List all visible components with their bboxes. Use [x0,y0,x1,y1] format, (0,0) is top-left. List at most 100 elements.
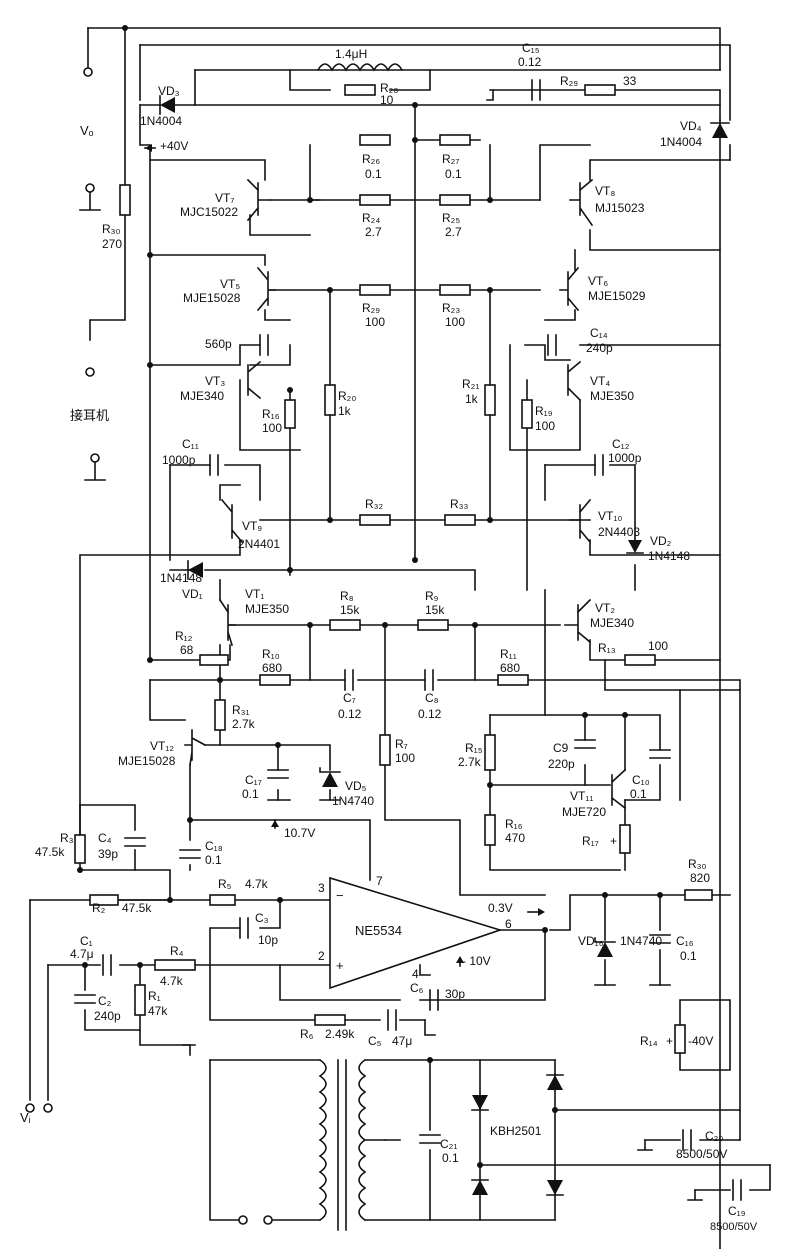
r16b-value: 470 [505,831,525,845]
plus40-label: +40V [160,139,188,153]
vd4-name: VD₄ [680,119,702,133]
pin3-label: 3 [318,881,325,895]
r27-name: R₂₇ [442,152,459,166]
l1-value: 1.4μH [335,47,367,61]
r4-name: R₄ [170,944,184,958]
opamp-plus: + [336,958,344,973]
voltage-arrows [144,144,545,967]
r11-value: 680 [500,661,520,675]
c19-name: C₁₉ [728,1204,746,1218]
vd4-part: 1N4004 [660,135,702,149]
r5-value: 4.7k [245,877,269,891]
r19-name: R₁₉ [535,404,553,418]
vd16-part: 1N4740 [620,934,662,948]
r30a-name: R₃₀ [102,222,121,236]
r6-name: R₆ [300,1027,314,1041]
vt6-part: MJE15029 [588,289,646,303]
r17-value: + [610,834,617,848]
ground-symbols [182,89,703,1201]
r9-name: R₉ [425,589,439,603]
terminals [25,67,273,1225]
opamp-minus: − [336,888,344,903]
c5-value: 47μ [392,1034,412,1048]
c11-name: C₁₁ [182,437,199,451]
vd2-part: 1N4148 [648,549,690,563]
vt9-part: 2N4401 [238,537,280,551]
c14-name: C₁₄ [590,326,608,340]
vt6-name: VT₆ [588,274,608,288]
r21-name: R₂₁ [462,377,479,391]
r25-name: R₂₅ [442,211,460,225]
r7-value: 100 [395,751,415,765]
c5-name: C₅ [368,1034,382,1048]
c6-value: 30p [445,987,465,1001]
r4-value: 4.7k [160,974,184,988]
vo-label: Vₒ [80,123,94,138]
c18-name: C₁₈ [205,839,223,853]
c15-value: 0.12 [518,55,542,69]
vt12-part: MJE15028 [118,754,176,768]
r9-value: 15k [425,603,445,617]
vt7-name: VT₇ [215,191,234,205]
vi-label: Vᵢ [20,1110,31,1125]
c14-value: 240p [586,341,613,355]
r31-name: R₃₁ [232,703,250,717]
r23-value: 100 [445,315,465,329]
r29a-name: R₂₉ [560,74,578,88]
pin7-label: 7 [376,874,383,888]
r10-value: 680 [262,661,282,675]
bridge-part: KBH2501 [490,1124,542,1138]
r32-name: R₃₂ [365,497,384,511]
ic-label: NE5534 [355,923,402,938]
vt7-part: MJC15022 [180,205,238,219]
vd1-name: VD₁ [182,587,203,601]
r7-name: R₇ [395,737,408,751]
c19-value: 8500/50V [710,1221,758,1233]
diode-symbols [139,95,730,1196]
c16-value: 0.1 [680,949,697,963]
r11-name: R₁₁ [500,647,517,661]
pin6-label: 6 [505,917,512,931]
r15-name: R₁₅ [465,741,483,755]
c17-name: C₁₇ [245,773,262,787]
c10-value: 0.1 [630,787,647,801]
r28-name: R₂₈ [380,81,398,95]
text-labels: Vₒ Vᵢ 接耳机 +40V -40V 10.7V 0.3V - 10V NE5… [20,41,758,1233]
transistor-symbols [184,178,627,810]
r23-name: R₂₃ [442,301,460,315]
r12-value: 68 [180,643,194,657]
r26-value: 0.1 [365,167,382,181]
c20-value: 8500/50V [676,1147,727,1161]
r13-name: R₁₃ [598,641,616,655]
r8-value: 15k [340,603,360,617]
vt8-name: VT₈ [595,184,615,198]
c4-name: C₄ [98,831,112,845]
c10-name: C₁₀ [632,773,650,787]
vd3-part: 1N4004 [140,114,182,128]
c7-value: 0.12 [338,707,362,721]
transformer-symbol [318,1058,367,1231]
r1-name: R₁ [148,989,161,1003]
vd5-part: 1N4740 [332,794,374,808]
r6-value: 2.49k [325,1027,355,1041]
c21-value: 0.1 [442,1151,459,1165]
r28-value: 10 [380,93,394,107]
c17-value: 0.1 [242,787,259,801]
c4-value: 39p [98,847,118,861]
c7-name: C₇ [343,691,356,705]
r17-name: R₁₇ [582,834,599,848]
vd3-name: VD₃ [158,84,180,98]
vt2-name: VT₂ [595,601,615,615]
r29a-value: 33 [623,74,637,88]
vt10-part: 2N4403 [598,525,640,539]
r30a-value: 270 [102,237,122,251]
r20-value: 1k [338,404,352,418]
vt5-name: VT₅ [220,277,240,291]
vt3-part: MJE340 [180,389,224,403]
c3-value: 10p [258,933,278,947]
vt8-part: MJ15023 [595,201,645,215]
r29b-value: 100 [365,315,385,329]
r8-name: R₈ [340,589,354,603]
r31-value: 2.7k [232,717,256,731]
